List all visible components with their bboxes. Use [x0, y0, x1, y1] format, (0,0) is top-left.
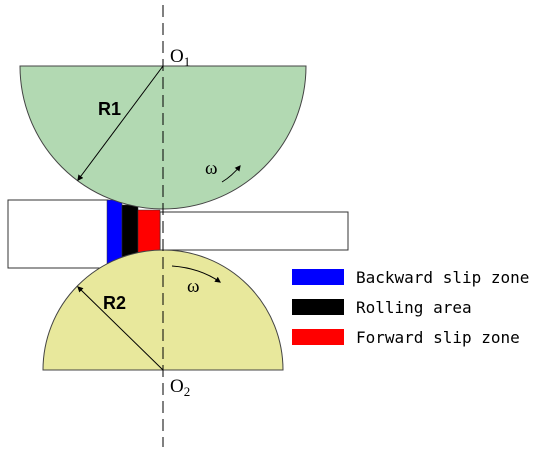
- zone-forward: [137, 209, 161, 254]
- rotation-arrow-top: [221, 165, 241, 183]
- bottom-roll: [42, 249, 284, 371]
- strip-left: [7, 199, 109, 269]
- legend-label-rolling: Rolling area: [356, 298, 472, 317]
- top-center-label: O1: [170, 46, 190, 69]
- rotation-arrow-bottom: [171, 265, 221, 283]
- r2-label: R2: [103, 293, 126, 313]
- legend-swatch-forward: [292, 329, 344, 345]
- legend: Backward slip zone Rolling area Forward …: [292, 268, 529, 347]
- strip-right: [159, 211, 349, 251]
- r1-label: R1: [98, 99, 121, 119]
- radius-line-r2: [77, 286, 164, 371]
- bottom-center-label: O2: [170, 376, 190, 399]
- omega-bottom-label: ω: [187, 276, 200, 297]
- legend-label-backward: Backward slip zone: [356, 268, 529, 287]
- legend-swatch-rolling: [292, 299, 344, 315]
- radius-line-r1: [77, 65, 164, 181]
- omega-top-label: ω: [205, 158, 218, 179]
- legend-swatch-backward: [292, 269, 344, 285]
- legend-label-forward: Forward slip zone: [356, 328, 520, 347]
